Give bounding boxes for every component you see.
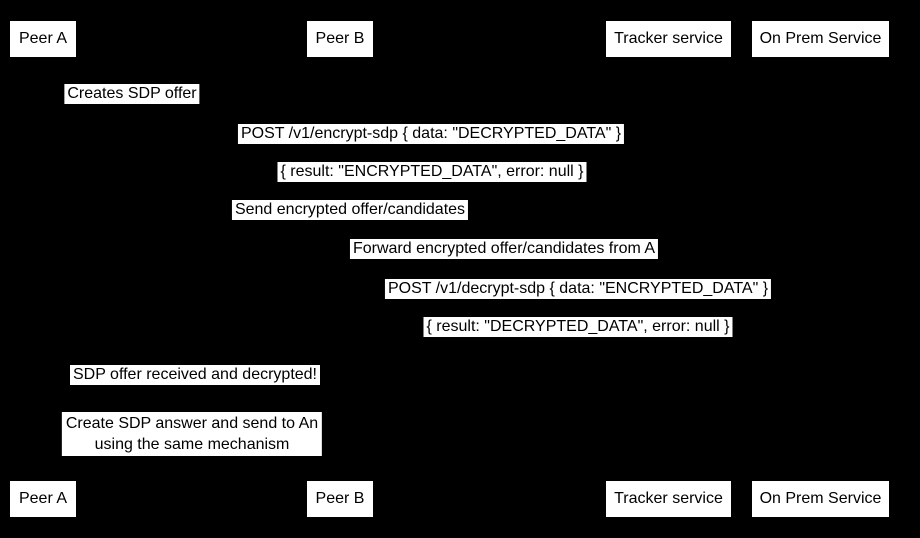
lifeline-on-prem-service: [820, 57, 821, 481]
message-creates-sdp-offer: Creates SDP offer: [64, 84, 200, 104]
message-send-encrypted-offer: Send encrypted offer/candidates: [231, 200, 469, 220]
lifeline-peer-b: [340, 57, 341, 481]
participant-peer-a-top: Peer A: [10, 21, 76, 57]
participant-on-prem-service-bottom: On Prem Service: [752, 481, 889, 517]
participant-peer-b-bottom: Peer B: [307, 481, 373, 517]
lifeline-peer-a: [43, 57, 44, 481]
message-decrypt-result: { result: "DECRYPTED_DATA", error: null …: [423, 317, 733, 337]
participant-label: On Prem Service: [759, 30, 882, 47]
participant-label: Peer B: [315, 490, 365, 507]
note-line-1: Create SDP answer and send to An: [65, 415, 319, 432]
participant-label: Peer B: [315, 30, 365, 47]
message-encrypt-result: { result: "ENCRYPTED_DATA", error: null …: [277, 162, 587, 182]
message-arrow-forward-offer: [340, 262, 669, 263]
message-sdp-offer-received: SDP offer received and decrypted!: [70, 365, 320, 385]
message-post-encrypt-sdp: POST /v1/encrypt-sdp { data: "DECRYPTED_…: [237, 124, 625, 144]
participant-peer-b-top: Peer B: [307, 21, 373, 57]
message-post-decrypt-sdp: POST /v1/decrypt-sdp { data: "ENCRYPTED_…: [384, 279, 772, 299]
participant-on-prem-service-top: On Prem Service: [752, 21, 889, 57]
lifeline-tracker-service: [668, 57, 669, 481]
message-forward-encrypted-offer: Forward encrypted offer/candidates from …: [349, 239, 659, 259]
note-line-2: using the same mechanism: [94, 436, 290, 453]
message-arrow-send-offer: [43, 223, 669, 224]
participant-label: Tracker service: [614, 30, 723, 47]
message-arrow-encrypt-response: [43, 184, 821, 185]
participant-label: On Prem Service: [759, 490, 882, 507]
note-create-sdp-answer: Create SDP answer and send to An using t…: [61, 412, 323, 456]
message-arrow-decrypt-request: [340, 302, 821, 303]
message-arrow-decrypt-response: [340, 339, 821, 340]
participant-peer-a-bottom: Peer A: [10, 481, 76, 517]
participant-tracker-service-bottom: Tracker service: [606, 481, 731, 517]
participant-tracker-service-top: Tracker service: [606, 21, 731, 57]
participant-label: Peer A: [18, 30, 68, 47]
message-arrow-encrypt-request: [43, 146, 821, 147]
participant-label: Peer A: [18, 490, 68, 507]
participant-label: Tracker service: [614, 490, 723, 507]
